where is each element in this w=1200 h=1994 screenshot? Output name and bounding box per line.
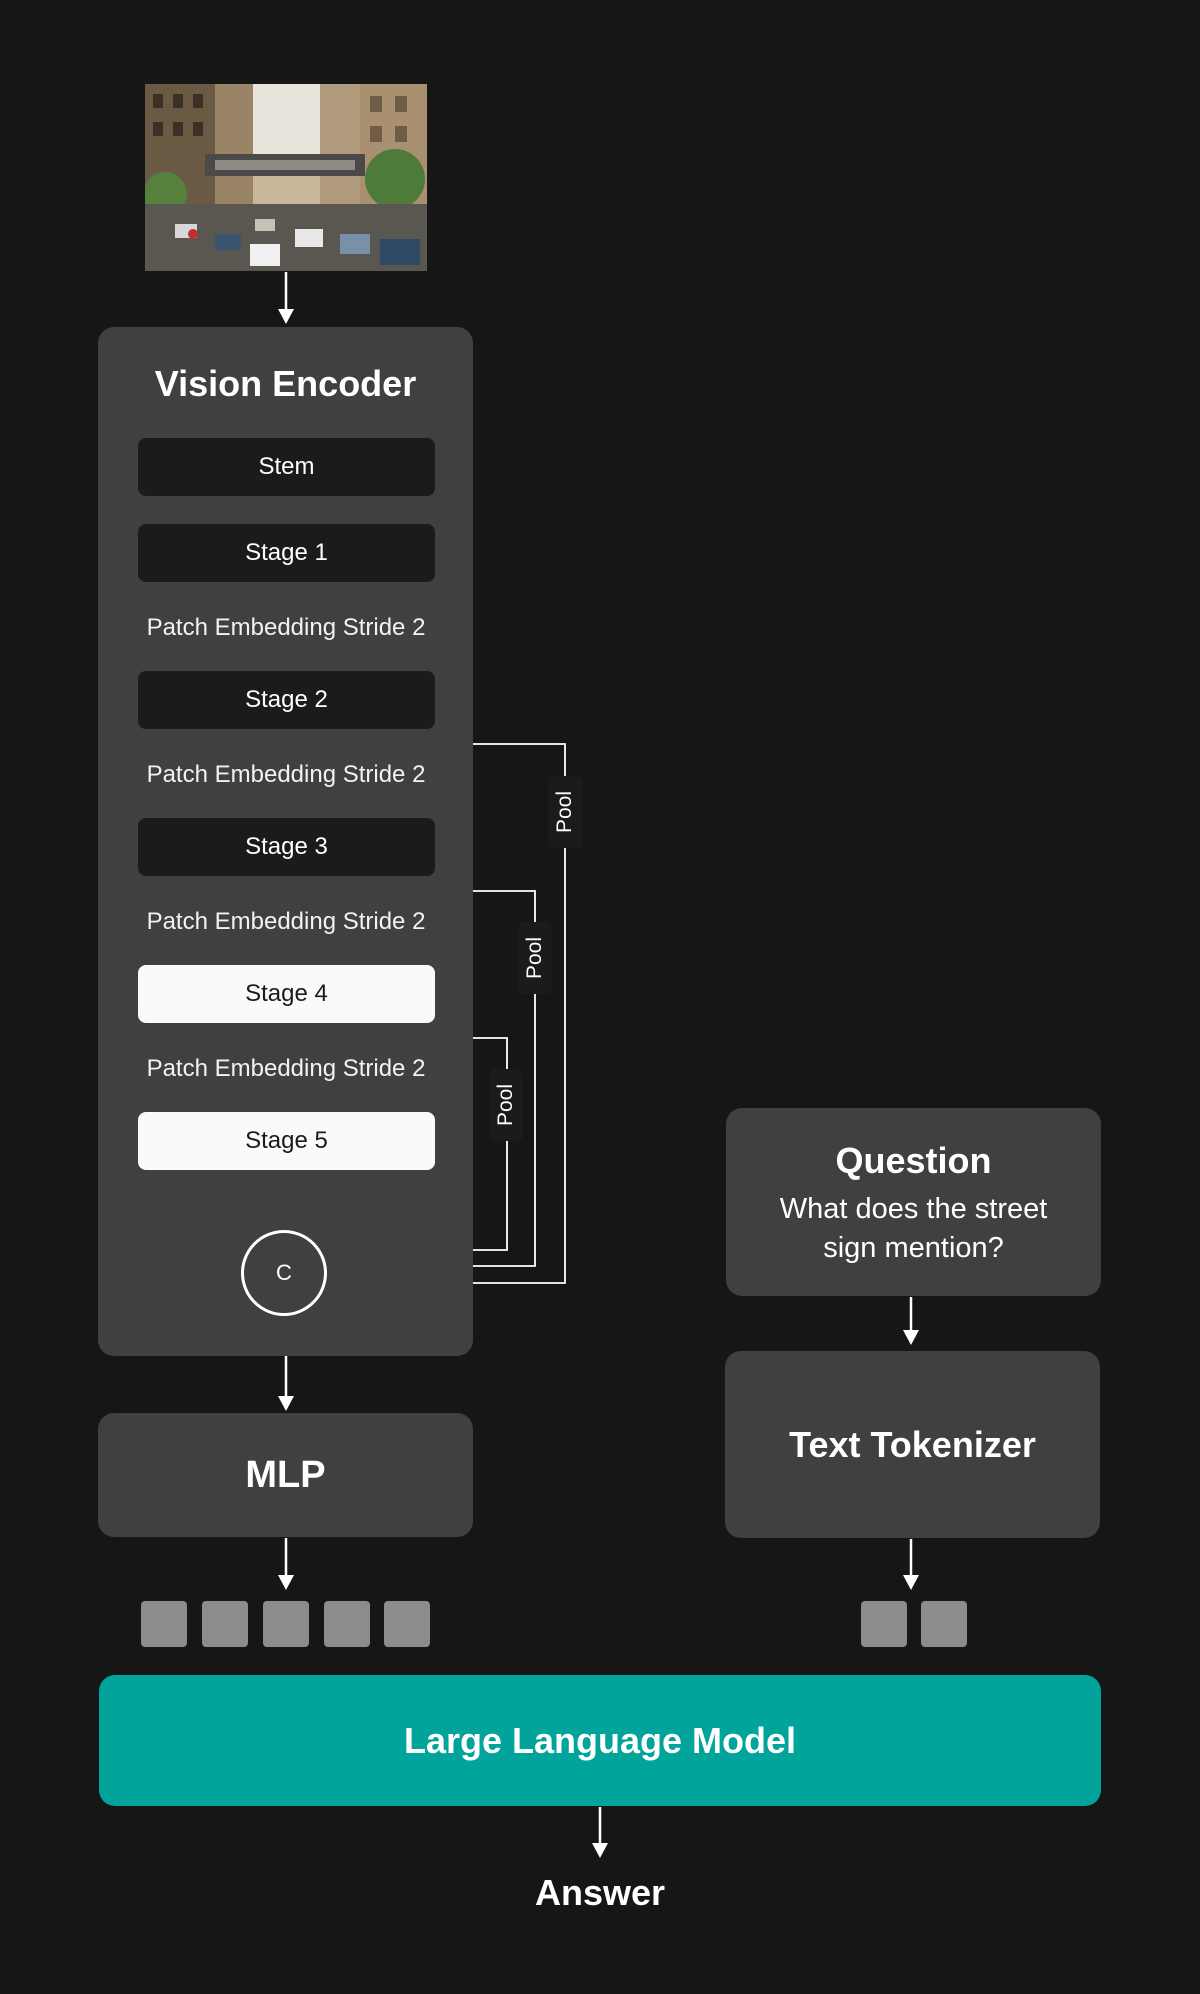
pool-badge-stage-4: Pool [489,1069,523,1141]
stage-5-block: Stage 5 [138,1112,435,1170]
input-street-photo [145,84,427,271]
pool-badge-stage-2: Pool [548,776,582,848]
large-language-model-block: Large Language Model [99,1675,1101,1806]
patch-embedding-label-2: Patch Embedding Stride 2 [146,761,426,788]
question-panel: Question What does the street sign menti… [726,1108,1101,1296]
patch-embedding-label-4: Patch Embedding Stride 2 [146,1055,426,1082]
pool-label: Pool [523,936,546,980]
text-token [861,1601,907,1647]
patch-embedding-label-1: Patch Embedding Stride 2 [146,614,426,641]
mlp-panel: MLP [98,1413,473,1537]
text-tokenizer-title: Text Tokenizer [789,1424,1036,1465]
mlp-title: MLP [245,1454,326,1496]
vision-token [202,1601,248,1647]
pool-label: Pool [553,790,576,834]
concat-node: C [241,1230,327,1316]
patch-embedding-label-3: Patch Embedding Stride 2 [146,908,426,935]
stem-block: Stem [138,438,435,496]
stage-3-block: Stage 3 [138,818,435,876]
question-text-line-1: What does the street [779,1193,1048,1225]
question-text-line-2: sign mention? [823,1232,1004,1264]
answer-label: Answer [534,1872,666,1913]
stage-4-block: Stage 4 [138,965,435,1023]
stage-1-block: Stage 1 [138,524,435,582]
stage-2-block: Stage 2 [138,671,435,729]
text-tokenizer-panel: Text Tokenizer [725,1351,1100,1538]
question-title: Question [835,1140,992,1181]
pool-badge-stage-3: Pool [518,922,552,994]
text-token [921,1601,967,1647]
pool-label: Pool [494,1083,517,1127]
vision-token [263,1601,309,1647]
vision-token [384,1601,430,1647]
vision-token [324,1601,370,1647]
vision-token [141,1601,187,1647]
llm-title: Large Language Model [403,1720,797,1761]
question-text: What does the street sign mention? [746,1190,1081,1268]
vision-encoder-title: Vision Encoder [154,363,417,404]
